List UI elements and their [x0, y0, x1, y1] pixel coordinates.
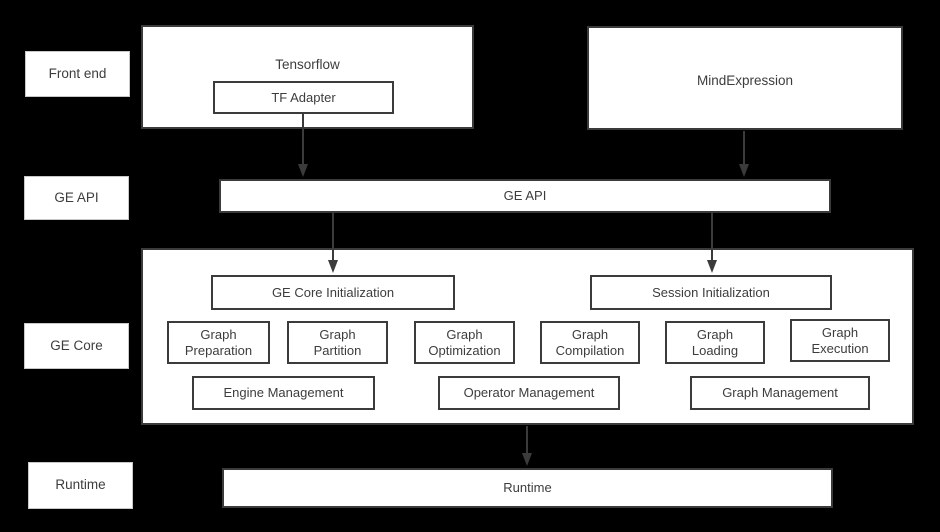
- ge-core-init-ge-core-initialization: GE Core Initialization: [211, 275, 455, 310]
- ge-core-module-graph-optimization: Graph Optimization: [414, 321, 515, 364]
- ge-api-bar: GE API: [219, 179, 831, 213]
- tf-adapter-box: TF Adapter: [213, 81, 394, 114]
- arrow-ge-core-to-runtime: [519, 426, 535, 466]
- ge-core-module-graph-compilation: Graph Compilation: [540, 321, 640, 364]
- layer-label-front-end: Front end: [25, 51, 130, 97]
- ge-core-init-session-initialization: Session Initialization: [590, 275, 832, 310]
- ge-core-module-graph-partition: Graph Partition: [287, 321, 388, 364]
- runtime-bar: Runtime: [222, 468, 833, 508]
- layer-label-runtime: Runtime: [28, 462, 133, 509]
- layer-label-ge-core: GE Core: [24, 323, 129, 369]
- arrow-ge-api-to-session-init: [704, 213, 720, 273]
- ge-core-module-graph-preparation: Graph Preparation: [167, 321, 270, 364]
- tensorflow-panel-title: Tensorflow: [275, 57, 340, 72]
- ge-core-module-graph-loading: Graph Loading: [665, 321, 765, 364]
- ge-core-management-operator-management: Operator Management: [438, 376, 620, 410]
- arrow-mindexpression-to-ge-api: [736, 131, 752, 177]
- arrow-tf-adapter-to-ge-api: [295, 114, 311, 177]
- ge-core-management-graph-management: Graph Management: [690, 376, 870, 410]
- ge-core-management-engine-management: Engine Management: [192, 376, 375, 410]
- layer-label-ge-api: GE API: [24, 176, 129, 220]
- mindexpression-panel: MindExpression: [587, 26, 903, 130]
- arrow-ge-api-to-ge-core-init: [325, 213, 341, 273]
- mindexpression-panel-title: MindExpression: [696, 73, 794, 88]
- ge-core-module-graph-execution: Graph Execution: [790, 319, 890, 362]
